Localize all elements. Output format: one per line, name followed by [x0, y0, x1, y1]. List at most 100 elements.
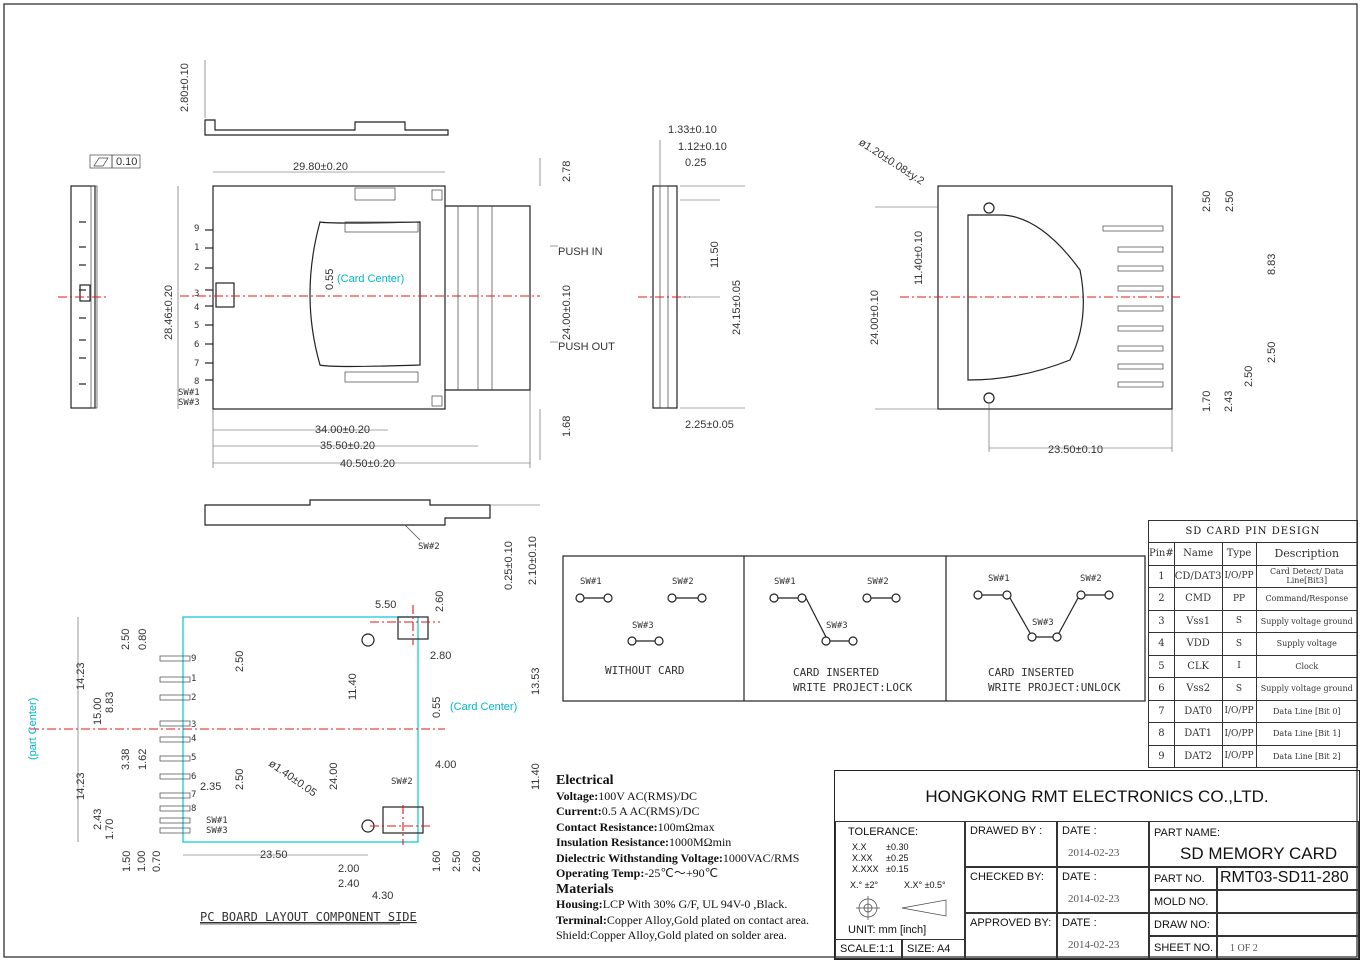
svg-text:SW#1: SW#1	[988, 574, 1010, 584]
switch-caption-2a: CARD INSERTED	[793, 666, 879, 679]
title-block: HONGKONG RMT ELECTRONICS CO.,LTD. TOLERA…	[834, 770, 1360, 960]
svg-text:11.40: 11.40	[347, 673, 359, 700]
svg-text:2.50: 2.50	[451, 851, 463, 872]
dim-133: 1.33±0.10	[668, 124, 717, 136]
pin-description: Clock	[1255, 654, 1359, 678]
projection-symbol-icon	[856, 896, 947, 920]
pin-name: VDD	[1173, 632, 1223, 656]
pin-name: Vss1	[1173, 609, 1223, 633]
svg-text:24.00: 24.00	[328, 762, 340, 790]
dim-top-height: 2.80±0.10	[179, 63, 191, 112]
dim-025b: 0.25	[685, 157, 706, 169]
dim-170: 1.70	[1201, 391, 1213, 412]
dim-225: 2.25±0.05	[685, 419, 734, 431]
svg-text:SW#2: SW#2	[1080, 574, 1102, 584]
company-name: HONGKONG RMT ELECTRONICS CO.,LTD.	[925, 787, 1269, 806]
size-value: SIZE: A4	[907, 943, 951, 955]
pin-type: I/O/PP	[1221, 699, 1257, 723]
pin-header-desc: Description	[1255, 542, 1359, 566]
svg-text:15.00: 15.00	[92, 697, 104, 725]
svg-text:SW#1: SW#1	[206, 816, 228, 826]
dim-height: 28.46±0.20	[163, 285, 175, 340]
switch-states: SW#1 SW#2 SW#3 WITHOUT CARD SW#1 SW#2 SW…	[562, 555, 1146, 702]
dim-055: 0.55	[324, 269, 336, 290]
electrical-heading: Electrical	[556, 773, 614, 788]
pin-label-1: 1	[194, 243, 199, 253]
dim-width: 29.80±0.20	[293, 161, 348, 173]
spec-temp: -25℃～+90℃	[644, 866, 719, 880]
dim-278: 2.78	[561, 161, 573, 182]
part-name: SD MEMORY CARD	[1180, 844, 1338, 863]
svg-text:2.00: 2.00	[338, 863, 359, 875]
pin-name: CMD	[1173, 587, 1223, 611]
flatness-value: 0.10	[116, 156, 137, 168]
svg-text:14.23: 14.23	[75, 772, 87, 800]
pin-type: S	[1221, 677, 1257, 701]
pin-label-2: 2	[194, 263, 199, 273]
svg-text:SW#1: SW#1	[774, 577, 796, 587]
svg-text:5.50: 5.50	[375, 599, 396, 611]
svg-text:1.70: 1.70	[104, 819, 116, 840]
svg-text:2.50: 2.50	[234, 651, 246, 672]
svg-text:2.43: 2.43	[92, 809, 104, 830]
main-top-view: 9 1 2 3 4 5 6 7 8 SW#1 SW#3 29.80±0.20 2…	[163, 158, 615, 470]
switch-caption-3b: WRITE PROJECT:UNLOCK	[988, 681, 1121, 694]
push-in-label: PUSH IN	[558, 246, 603, 258]
svg-text:SW#2: SW#2	[867, 577, 889, 587]
pin-number: 5	[1148, 654, 1175, 678]
pin-header-pin: Pin#	[1148, 542, 1175, 566]
spec-insulation: 1000MΩmin	[669, 835, 732, 849]
svg-text:14.23: 14.23	[75, 662, 87, 690]
pin-description: Data Line [Bit 1]	[1255, 722, 1359, 746]
svg-text:3.38: 3.38	[120, 749, 132, 770]
svg-text:SW#3: SW#3	[632, 621, 654, 631]
pin-name: DAT1	[1173, 722, 1223, 746]
dim-243: 2.43	[1223, 391, 1235, 412]
dim-250c: 2.50	[1266, 342, 1278, 363]
pin-label-6: 6	[194, 340, 199, 350]
svg-text:2.80: 2.80	[430, 650, 451, 662]
pin-name: DAT0	[1173, 699, 1223, 723]
switch-caption-2b: WRITE PROJECT:LOCK	[793, 681, 913, 694]
dim-1140: 11.40±0.10	[913, 231, 925, 285]
pin-description: Data Line [Bit 2]	[1255, 744, 1359, 768]
dim-883: 8.83	[1266, 254, 1278, 275]
svg-text:1: 1	[191, 674, 196, 684]
svg-text:8: 8	[191, 804, 196, 814]
part-number: RMT03-SD11-280	[1220, 869, 1349, 886]
pin-number: 7	[1148, 699, 1175, 723]
dim-355: 35.50±0.20	[320, 440, 375, 452]
date-checked: 2014-02-23	[1068, 893, 1120, 905]
pin-description: Data Line [Bit 0]	[1255, 699, 1359, 723]
pin-design-table: SD CARD PIN DESIGN Pin# Name Type Descri…	[1148, 520, 1359, 768]
pin-description: Supply voltage ground	[1255, 609, 1359, 633]
svg-text:7: 7	[191, 790, 196, 800]
pin-label-7: 7	[194, 359, 199, 369]
spec-contact: 100mΩmax	[657, 819, 715, 834]
dim-250b: 2.50	[1224, 191, 1236, 212]
svg-text:1.00: 1.00	[136, 851, 148, 872]
spec-current: 0.5 A AC(RMS)/DC	[601, 804, 700, 818]
svg-text:11.40: 11.40	[530, 763, 542, 790]
svg-text:SW#3: SW#3	[826, 621, 848, 631]
scale-value: SCALE:1:1	[840, 943, 895, 955]
svg-text:SW#3: SW#3	[1032, 618, 1054, 628]
svg-text:4: 4	[191, 734, 196, 744]
svg-text:1.50: 1.50	[121, 851, 133, 872]
spec-terminal: Copper Alloy,Gold plated on contact area…	[606, 912, 810, 927]
svg-text:4.00: 4.00	[435, 759, 456, 771]
pin-number: 4	[1148, 632, 1175, 656]
dim-025: 0.25±0.10	[503, 541, 515, 590]
pin-number: 1	[1148, 564, 1175, 588]
svg-text:13.53: 13.53	[530, 667, 542, 695]
svg-text:SW#2: SW#2	[391, 777, 413, 787]
pin-label-sw3: SW#3	[178, 398, 200, 408]
dim-250a: 2.50	[1201, 191, 1213, 212]
